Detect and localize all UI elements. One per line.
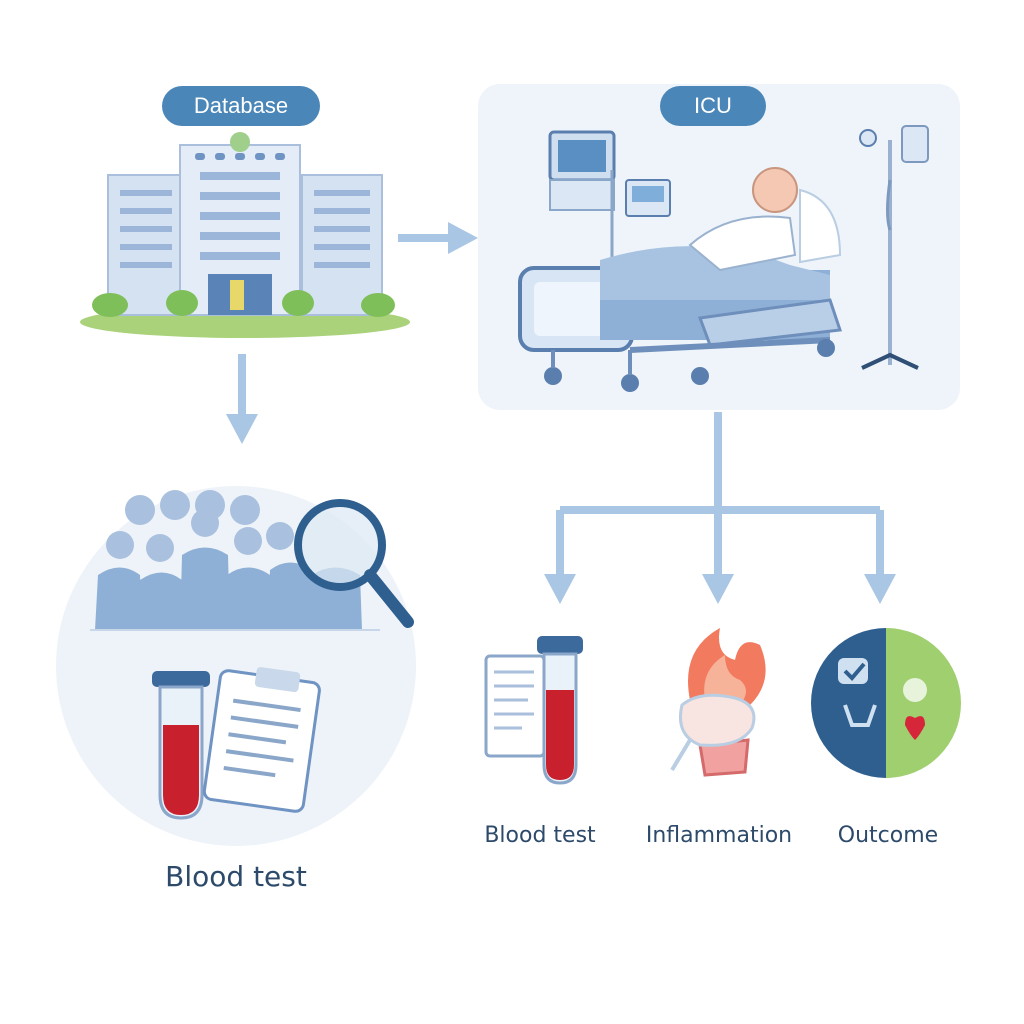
test-tube-icon [152,671,210,820]
hospital-building-icon [80,132,410,338]
magnifying-glass-icon [294,499,414,628]
hospital-bed-icon [518,125,929,392]
flow-arrows [238,234,884,578]
blood-tube-and-report-icon [484,636,583,785]
cohort-label: Blood test [165,860,307,893]
database-label: Database [162,86,320,126]
clipboard-report-icon [202,667,321,813]
output-label-blood-test: Blood test [484,823,596,848]
outcome-circle-icon [811,628,961,778]
icu-label: ICU [660,86,766,126]
people-group-icon [90,490,380,631]
output-label-inflammation: Inflammation [645,823,793,848]
inflamed-joint-icon [670,628,766,777]
arrow-heads [226,222,896,604]
output-label-outcome: Outcome [837,823,939,848]
